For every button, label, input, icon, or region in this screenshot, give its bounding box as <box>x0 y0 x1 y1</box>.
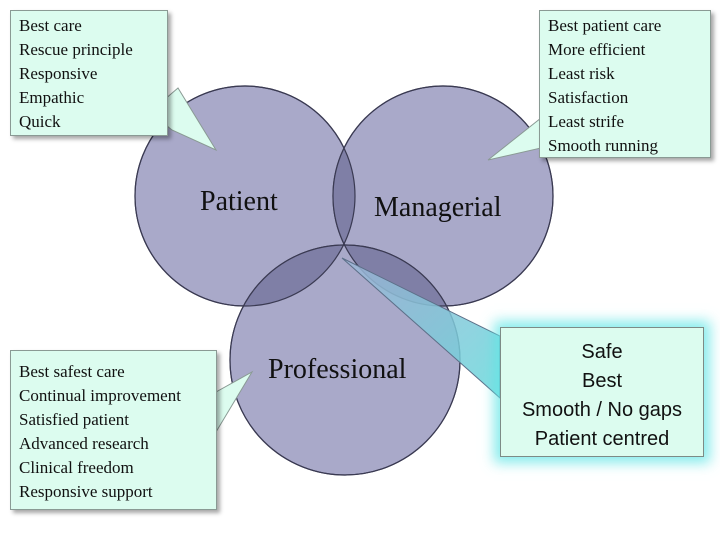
managerial-callout-line: Least strife <box>548 112 624 131</box>
patient-circle-label: Patient <box>200 186 278 217</box>
professional-callout-line: Continual improvement <box>19 386 181 405</box>
patient-callout-line: Rescue principle <box>19 40 133 59</box>
managerial-circle-outline <box>332 85 554 307</box>
managerial-callout-line: Satisfaction <box>548 88 629 107</box>
managerial-callout: Best patient care More efficient Least r… <box>539 10 711 158</box>
managerial-callout-line: Best patient care <box>548 16 662 35</box>
managerial-callout-line: Smooth running <box>548 136 659 155</box>
shared-outcomes-line: Safe <box>581 341 623 363</box>
managerial-circle-label: Managerial <box>374 192 502 223</box>
patient-callout-line: Best care <box>19 16 82 35</box>
professional-callout: Best safest care Continual improvement S… <box>10 350 217 510</box>
shared-outcomes-line: Best <box>581 370 623 392</box>
patient-callout: Best care Rescue principle Responsive Em… <box>10 10 168 136</box>
shared-outcomes-line: Patient centred <box>534 428 670 450</box>
patient-callout-line: Empathic <box>19 88 85 107</box>
professional-callout-line: Clinical freedom <box>19 458 134 477</box>
patient-callout-line: Responsive <box>19 64 98 83</box>
professional-callout-line: Best safest care <box>19 362 125 381</box>
managerial-callout-line: Least risk <box>548 64 615 83</box>
professional-circle-label: Professional <box>268 354 407 385</box>
shared-outcomes-callout: Safe Best Smooth / No gaps Patient centr… <box>500 327 704 457</box>
patient-callout-line: Quick <box>19 112 61 131</box>
professional-callout-line: Satisfied patient <box>19 410 130 429</box>
shared-outcomes-line: Smooth / No gaps <box>521 399 683 421</box>
professional-callout-line: Responsive support <box>19 482 153 501</box>
professional-callout-line: Advanced research <box>19 434 149 453</box>
managerial-callout-line: More efficient <box>548 40 646 59</box>
patient-circle-outline <box>134 85 356 307</box>
